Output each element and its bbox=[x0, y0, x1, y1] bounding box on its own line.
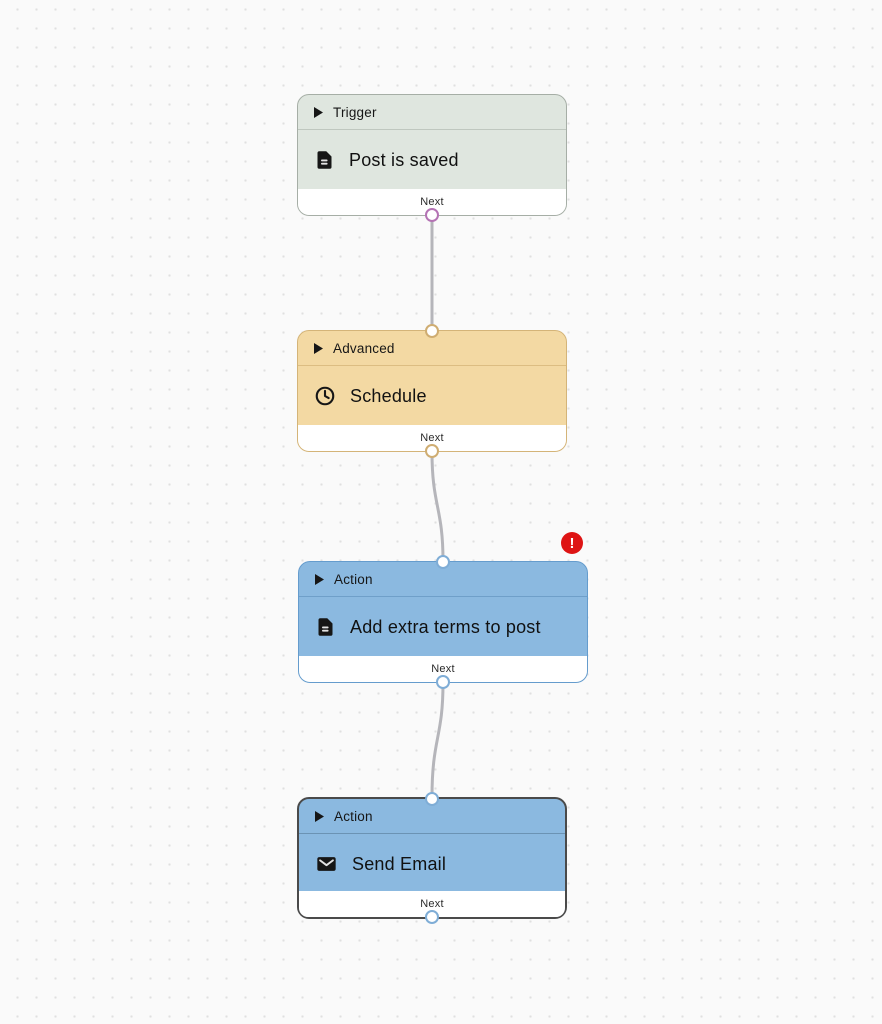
next-label: Next bbox=[420, 196, 444, 208]
node-body: Add extra terms to post bbox=[299, 596, 587, 657]
error-badge-glyph: ! bbox=[569, 534, 575, 552]
node-title: Add extra terms to post bbox=[350, 616, 541, 637]
node-category-label: Action bbox=[334, 571, 373, 587]
node-title: Schedule bbox=[350, 385, 427, 406]
collapse-arrow-icon[interactable] bbox=[315, 810, 324, 822]
node-title: Post is saved bbox=[349, 149, 459, 170]
node-body: Schedule bbox=[298, 365, 566, 426]
node-category-label: Action bbox=[334, 808, 373, 824]
node-category-label: Advanced bbox=[333, 340, 395, 356]
target-handle[interactable] bbox=[425, 792, 439, 806]
node-title: Send Email bbox=[352, 853, 447, 874]
source-handle[interactable] bbox=[425, 444, 439, 458]
next-label: Next bbox=[420, 432, 444, 444]
source-handle[interactable] bbox=[425, 208, 439, 222]
clock-icon bbox=[314, 385, 336, 407]
source-handle[interactable] bbox=[436, 675, 450, 689]
node-trigger[interactable]: Trigger Post is saved Next bbox=[297, 94, 567, 222]
document-icon bbox=[315, 616, 336, 638]
node-action-add-terms[interactable]: ! Action Add extra terms to post Next bbox=[298, 532, 588, 689]
collapse-arrow-icon[interactable] bbox=[314, 342, 323, 354]
envelope-icon bbox=[315, 853, 338, 875]
next-label: Next bbox=[431, 663, 455, 675]
node-body: Send Email bbox=[299, 833, 565, 894]
edge-action-sendemail[interactable] bbox=[430, 682, 445, 798]
node-header: Trigger bbox=[298, 95, 566, 129]
collapse-arrow-icon[interactable] bbox=[315, 573, 324, 585]
collapse-arrow-icon[interactable] bbox=[314, 106, 323, 118]
source-handle[interactable] bbox=[425, 910, 439, 924]
edge-advanced-action[interactable] bbox=[430, 451, 445, 562]
node-advanced-schedule[interactable]: Advanced Schedule Next bbox=[297, 324, 567, 458]
target-handle[interactable] bbox=[425, 324, 439, 338]
node-header: Advanced bbox=[298, 331, 566, 365]
node-header: Action bbox=[299, 799, 565, 833]
error-badge[interactable]: ! bbox=[561, 532, 583, 554]
node-header: Action bbox=[299, 562, 587, 596]
next-label: Next bbox=[420, 898, 444, 910]
node-category-label: Trigger bbox=[333, 104, 377, 120]
target-handle[interactable] bbox=[436, 555, 450, 569]
node-action-send-email[interactable]: Action Send Email Next bbox=[297, 792, 567, 924]
document-icon bbox=[314, 149, 335, 171]
node-body: Post is saved bbox=[298, 129, 566, 190]
